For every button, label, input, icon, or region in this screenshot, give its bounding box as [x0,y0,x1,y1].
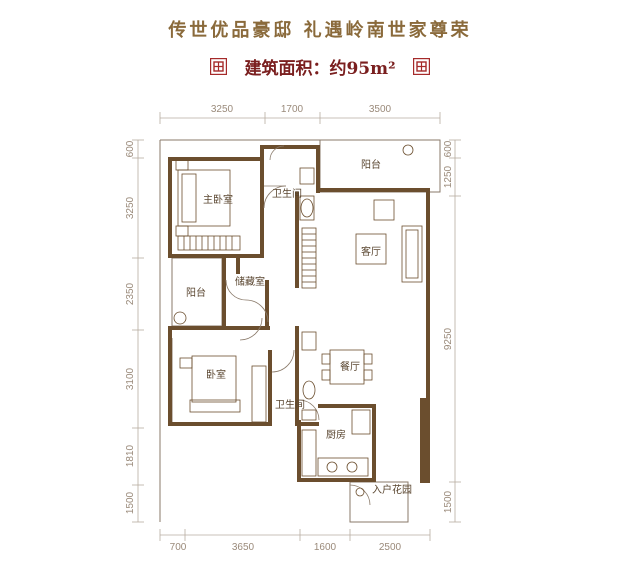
dim-left-6: 1500 [125,491,136,514]
dim-top-3: 3500 [369,104,392,115]
doors [225,145,371,506]
room-kitchen: 厨房 [326,428,346,441]
room-bedroom: 卧室 [206,368,226,381]
dim-left-3: 2350 [125,282,136,305]
bedroom-bed [191,355,237,403]
kitchen-stove [317,457,369,477]
room-storage: 储藏室 [235,275,265,288]
master-bed [177,169,231,227]
walls [168,145,430,483]
kitchen-counter [301,429,317,477]
dim-left-1: 600 [125,140,136,157]
plant [402,144,414,156]
coffee-table [355,233,387,265]
fridge [351,409,371,435]
dim-left-5: 1810 [125,444,136,467]
room-labels: 主卧室 卫生间 阳台 客厅 阳台 储藏室 餐厅 卧室 卫生间 厨房 入户花园 [186,158,412,496]
dim-left-2: 3250 [125,196,136,219]
sofa [401,225,423,283]
dim-bottom-2: 3650 [232,542,255,553]
toilet-2 [301,331,317,351]
bedroom-wardrobe [251,365,267,423]
dim-top-1: 3250 [211,104,234,115]
dim-left-4: 3100 [125,367,136,390]
room-living: 客厅 [361,245,381,258]
building-area-label: 建筑面积：约95m² [244,59,396,79]
dim-right-4: 1500 [443,490,454,513]
toilet-1 [299,167,315,185]
room-balcony-1: 阳台 [361,158,381,171]
basin-2 [302,380,316,400]
room-bathroom-1: 卫生间 [272,187,302,200]
slogan-heading: 传世优品豪邸 礼遇岭南世家尊荣 [168,20,472,41]
dim-top-2: 1700 [281,104,304,115]
room-balcony-2: 阳台 [186,286,206,299]
chinese-knot-icon-left [209,58,227,75]
master-wardrobe [177,235,241,251]
dim-bottom-4: 2500 [379,542,402,553]
room-bathroom-2: 卫生间 [275,398,305,411]
dimension-labels: 3250 1700 3500 700 3650 1600 2500 600 32… [125,104,454,553]
room-dining: 餐厅 [340,360,360,373]
dim-right-2: 1250 [443,165,454,188]
armchair [373,199,395,221]
chinese-knot-icon-right [413,58,431,75]
basin-1 [300,198,314,218]
area-line: 建筑面积：约95m² [0,54,640,79]
dining-table [329,349,365,385]
washer [173,311,187,325]
room-master-bedroom: 主卧室 [203,193,233,206]
dim-right-1: 600 [443,140,454,157]
dim-bottom-3: 1600 [314,542,337,553]
dim-right-3: 9250 [443,327,454,350]
room-entrance-garden: 入户花园 [372,483,412,496]
dim-bottom-1: 700 [170,542,187,553]
plant-entrance [355,487,365,497]
furniture [173,144,423,497]
dimension-lines [132,112,461,541]
